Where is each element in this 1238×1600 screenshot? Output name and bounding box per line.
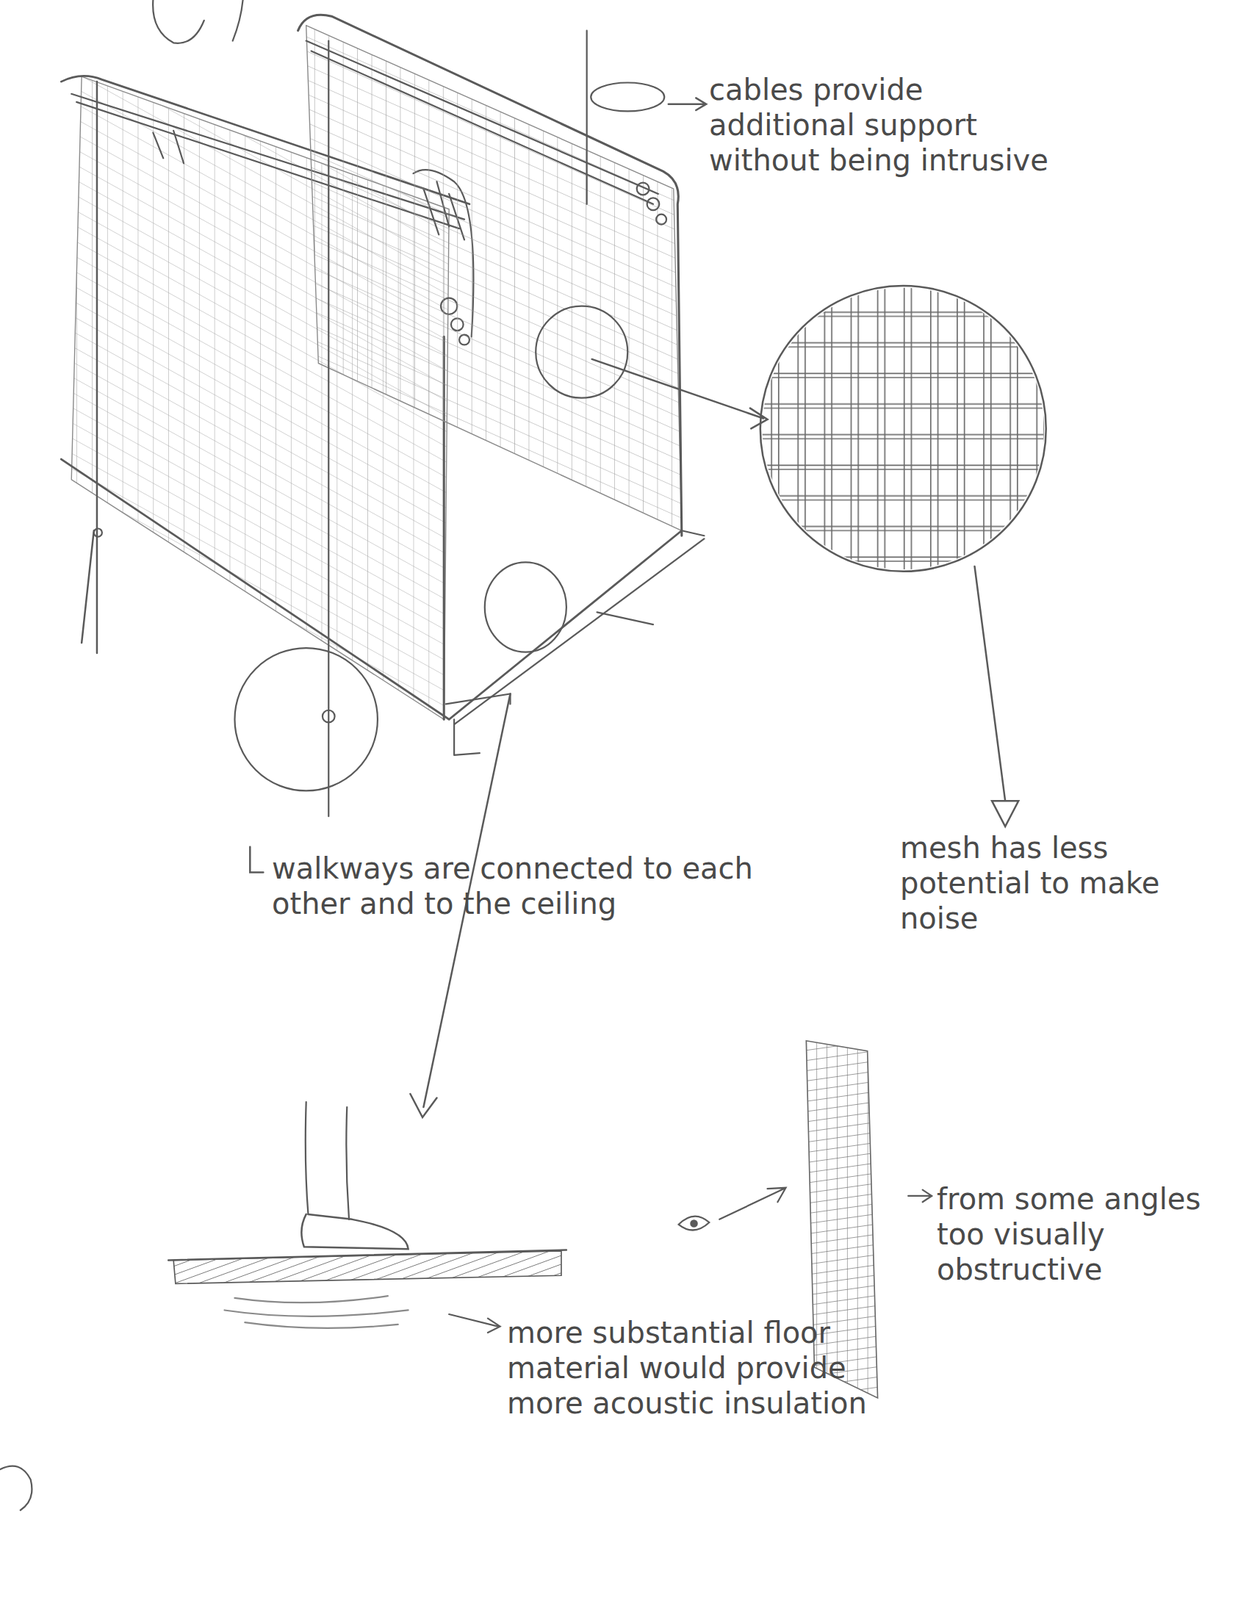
annotation-note: walkways are connected to each other and… <box>271 850 757 922</box>
annotation-note: mesh has less potential to make noise <box>900 830 1194 937</box>
annotation-note: cables provide additional support withou… <box>709 72 1055 178</box>
annotation-note: more substantial floor material would pr… <box>506 1315 919 1421</box>
annotation-note: from some angles too visually obstructiv… <box>936 1181 1202 1288</box>
